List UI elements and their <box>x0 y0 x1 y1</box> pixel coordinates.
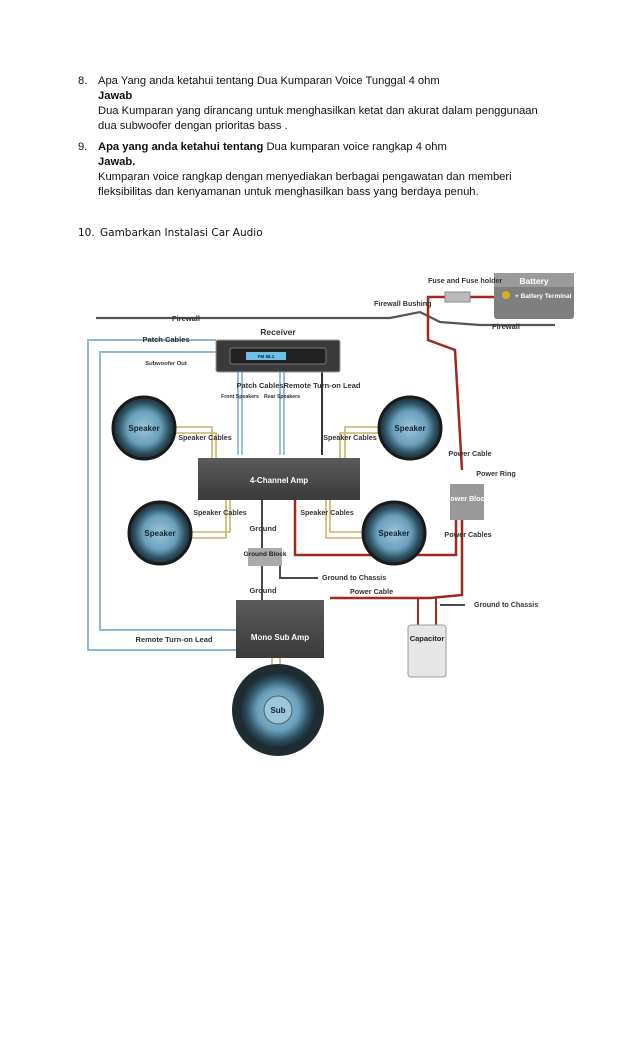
speaker-front-left: Speaker <box>111 395 177 461</box>
four-channel-amp <box>198 458 360 500</box>
question-number: 9. <box>78 141 88 153</box>
speaker-cables-label: Speaker Cables <box>178 433 232 442</box>
fuse-holder <box>444 291 471 303</box>
subwoofer-out-label: Subwoofer Out <box>145 361 187 367</box>
rear-speakers-label: Rear Speakers <box>264 394 300 400</box>
battery-terminal-icon <box>502 291 510 299</box>
ground-to-chassis-label: Ground to Chassis <box>322 573 386 582</box>
power-cables-label: Power Cables <box>444 530 491 539</box>
front-speakers-label: Front Speakers <box>221 394 259 400</box>
four-channel-amp-label: 4-Channel Amp <box>250 476 308 485</box>
speaker-cables-label: Speaker Cables <box>193 508 247 517</box>
firewall-label-right: Firewall <box>492 322 520 331</box>
firewall-label-left: Firewall <box>172 314 200 323</box>
speaker-cables-label: Speaker Cables <box>323 433 377 442</box>
ground-label: Ground <box>249 524 276 533</box>
battery-terminal-label: + Battery Terminal <box>515 293 572 300</box>
mono-sub-amp-label: Mono Sub Amp <box>251 633 309 642</box>
ground-wire <box>279 566 318 579</box>
answer-line: Kumparan voice rangkap dengan menyediaka… <box>98 171 512 183</box>
question-text: Apa yang anda ketahui tentang Dua kumpar… <box>98 140 578 155</box>
power-cable-label: Power Cable <box>350 587 393 596</box>
patch-cable-wire <box>237 372 285 455</box>
question-rest: Dua kumparan voice rangkap 4 ohm <box>263 141 447 153</box>
speaker-cable-wire <box>325 500 365 539</box>
receiver-label: Receiver <box>260 327 296 337</box>
ground-block-label: Ground Block <box>244 551 287 558</box>
speaker-cable-wire <box>339 426 380 458</box>
capacitor <box>407 624 447 678</box>
speaker-label: Speaker <box>128 424 159 433</box>
answer-label: Jawab <box>98 90 133 102</box>
receiver-display: FM 88.1 <box>258 354 275 359</box>
fuse-label: Fuse and Fuse holder <box>428 276 502 285</box>
remote-lead-wire <box>87 339 245 651</box>
question-number: 10. <box>78 227 95 239</box>
battery-label: Battery <box>519 276 549 286</box>
capacitor-label: Capacitor <box>410 634 445 643</box>
question-body: Apa yang anda ketahui tentang Dua kumpar… <box>98 140 578 200</box>
patch-cables-mid-label: Patch Cables <box>236 381 283 390</box>
firewall-bushing-label: Firewall Bushing <box>374 299 432 308</box>
speaker-rear-left: Speaker <box>127 500 193 566</box>
power-ring-label: Power Ring <box>476 469 516 478</box>
question-bold: Apa yang anda ketahui tentang <box>98 141 264 153</box>
speaker-rear-right: Speaker <box>361 500 427 566</box>
power-block <box>450 484 484 520</box>
ground-to-chassis-label: Ground to Chassis <box>474 600 538 609</box>
patch-cables-label: Patch Cables <box>142 335 189 344</box>
sub-label: Sub <box>270 706 285 715</box>
speaker-label: Speaker <box>394 424 425 433</box>
question-10: 10. Gambarkan Instalasi Car Audio <box>78 227 263 239</box>
ground-block <box>248 548 282 566</box>
speaker-cable-wire <box>190 500 231 539</box>
capacitor-wire <box>417 598 437 625</box>
remote-turnon-bottom-label: Remote Turn-on Lead <box>136 635 213 644</box>
speaker-cables-label: Speaker Cables <box>300 508 354 517</box>
speaker-label: Speaker <box>378 529 409 538</box>
ground-label: Ground <box>249 586 276 595</box>
remote-turnon-top-label: Remote Turn-on Lead <box>284 381 361 390</box>
patch-cable-wire <box>99 351 245 631</box>
firewall-line <box>96 310 555 327</box>
power-cable-label: Power Cable <box>448 449 491 458</box>
subwoofer: Sub <box>232 664 324 756</box>
question-body: Apa Yang anda ketahui tentang Dua Kumpar… <box>98 74 578 134</box>
power-cable-wire <box>426 295 464 471</box>
answer-label: Jawab. <box>98 156 136 168</box>
speaker-front-right: Speaker <box>377 395 443 461</box>
question-number: 8. <box>78 75 88 87</box>
mono-sub-amp <box>236 600 324 658</box>
answer-line: fleksibilitas dan kenyamanan untuk mengh… <box>98 186 479 198</box>
speaker-label: Speaker <box>144 529 175 538</box>
speaker-cable-wire <box>175 426 217 458</box>
power-cable-wire <box>330 520 464 600</box>
answer-line: Dua Kumparan yang dirancang untuk mengha… <box>98 105 538 117</box>
question-text: Gambarkan Instalasi Car Audio <box>100 227 263 239</box>
question-text: Apa Yang anda ketahui tentang Dua Kumpar… <box>98 75 440 87</box>
answer-line: dua subwoofer dengan prioritas bass . <box>98 120 288 132</box>
power-block-label: Power Block <box>445 494 488 503</box>
